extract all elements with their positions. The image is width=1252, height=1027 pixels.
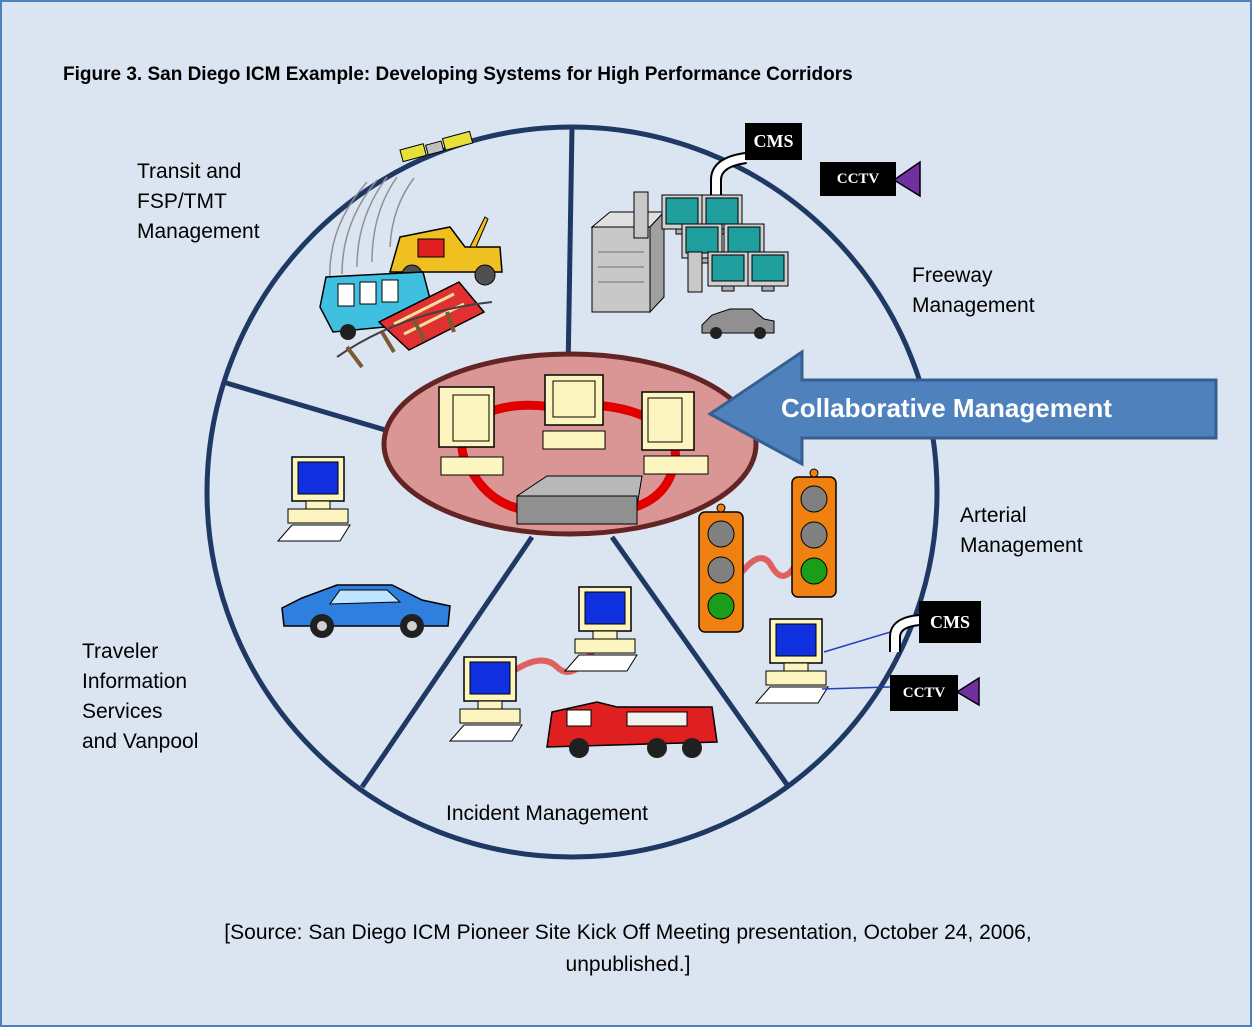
hub-computer-right: [641, 391, 709, 475]
spoke-left: [222, 379, 393, 435]
hub-computer-top: [542, 374, 606, 450]
cms-sign-top: CMS: [745, 123, 802, 160]
source-citation: [Source: San Diego ICM Pioneer Site Kick…: [224, 921, 1032, 976]
traffic-light-right: [791, 476, 837, 598]
collaborative-arrow: [707, 349, 1218, 467]
label-freeway: Freeway Management: [912, 264, 1035, 317]
cctv-sign-bottom: CCTV: [890, 675, 958, 711]
gray-car-icon: [701, 308, 775, 339]
cctv-camera-top: [892, 160, 921, 198]
rail-tracks: [336, 301, 493, 369]
blue-car-icon: [281, 584, 451, 638]
arterial-computer-icon: [755, 618, 829, 704]
workstation-cluster-icon: [633, 191, 789, 293]
arrow-label: Collaborative Management: [781, 393, 1112, 423]
signal-waves: [329, 176, 415, 283]
label-traveler: Traveler Information Services and Vanpoo…: [82, 640, 199, 753]
cctv-sign-top: CCTV: [820, 162, 896, 196]
traffic-light-left: [698, 511, 744, 633]
label-transit: Transit and FSP/TMT Management: [137, 160, 260, 243]
server-cabinet-icon: [590, 210, 666, 314]
figure-title: Figure 3. San Diego ICM Example: Develop…: [63, 64, 853, 85]
traveler-computer-icon: [277, 456, 351, 542]
signal-link-cable: [739, 555, 800, 579]
satellite-icon: [399, 130, 474, 163]
label-incident: Incident Management: [446, 802, 648, 825]
spoke-bottom-left: [359, 535, 535, 789]
label-arterial: Arterial Management: [960, 504, 1083, 557]
incident-computer-left: [449, 656, 523, 742]
cctv-camera-bottom: [955, 676, 980, 707]
hub-server: [516, 475, 643, 525]
incident-computer-top: [564, 586, 638, 672]
spoke-bottom-right: [609, 535, 791, 788]
fire-truck-icon: [546, 701, 718, 758]
cms-sign-bottom: CMS: [919, 601, 981, 643]
spoke-top: [565, 126, 575, 373]
hub-computer-left: [438, 386, 504, 476]
